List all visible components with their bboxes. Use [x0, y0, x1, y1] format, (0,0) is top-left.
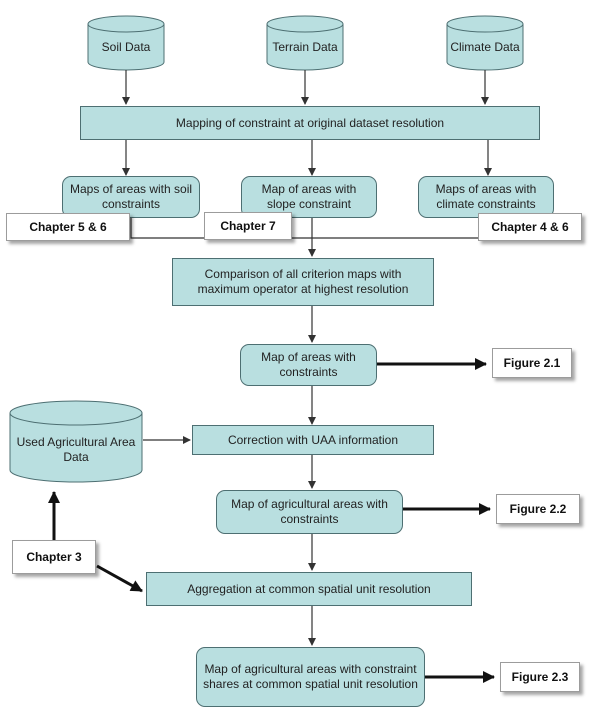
chapter-7-label: Chapter 7 — [204, 212, 292, 240]
soil-data-cylinder — [87, 15, 165, 71]
agricultural-constraints-map-box: Map of agricultural areas with constrain… — [216, 490, 403, 534]
chapter-3-label: Chapter 3 — [12, 540, 96, 574]
arrow-chapter3-to-aggregation — [96, 564, 143, 593]
soil-constraints-map-box: Maps of areas with soil constraints — [62, 176, 200, 218]
uaa-data-label: Used Agricultural Area Data — [16, 435, 136, 464]
chapter-5-6-label: Chapter 5 & 6 — [6, 213, 130, 241]
uaa-correction-box: Correction with UAA information — [192, 425, 434, 455]
mapping-constraint-box: Mapping of constraint at original datase… — [80, 106, 540, 140]
constraint-shares-map-box: Map of agricultural areas with constrain… — [196, 647, 425, 707]
climate-data-label: Climate Data — [450, 39, 520, 54]
soil-data-label: Soil Data — [101, 39, 151, 54]
terrain-data-cylinder — [266, 15, 344, 71]
slope-constraint-map-box: Map of areas with slope constraint — [241, 176, 377, 218]
aggregation-box: Aggregation at common spatial unit resol… — [146, 572, 472, 606]
climate-constraints-map-box: Maps of areas with climate constraints — [418, 176, 554, 218]
chapter-4-6-label: Chapter 4 & 6 — [478, 213, 582, 241]
comparison-box: Comparison of all criterion maps with ma… — [172, 258, 434, 306]
uaa-data-cylinder — [9, 400, 143, 483]
constraints-map-box: Map of areas with constraints — [240, 344, 377, 386]
figure-2-3-label: Figure 2.3 — [500, 662, 580, 692]
figure-2-2-label: Figure 2.2 — [496, 494, 580, 524]
merge-connector — [130, 217, 489, 239]
terrain-data-label: Terrain Data — [272, 39, 338, 54]
figure-2-1-label: Figure 2.1 — [492, 348, 572, 378]
